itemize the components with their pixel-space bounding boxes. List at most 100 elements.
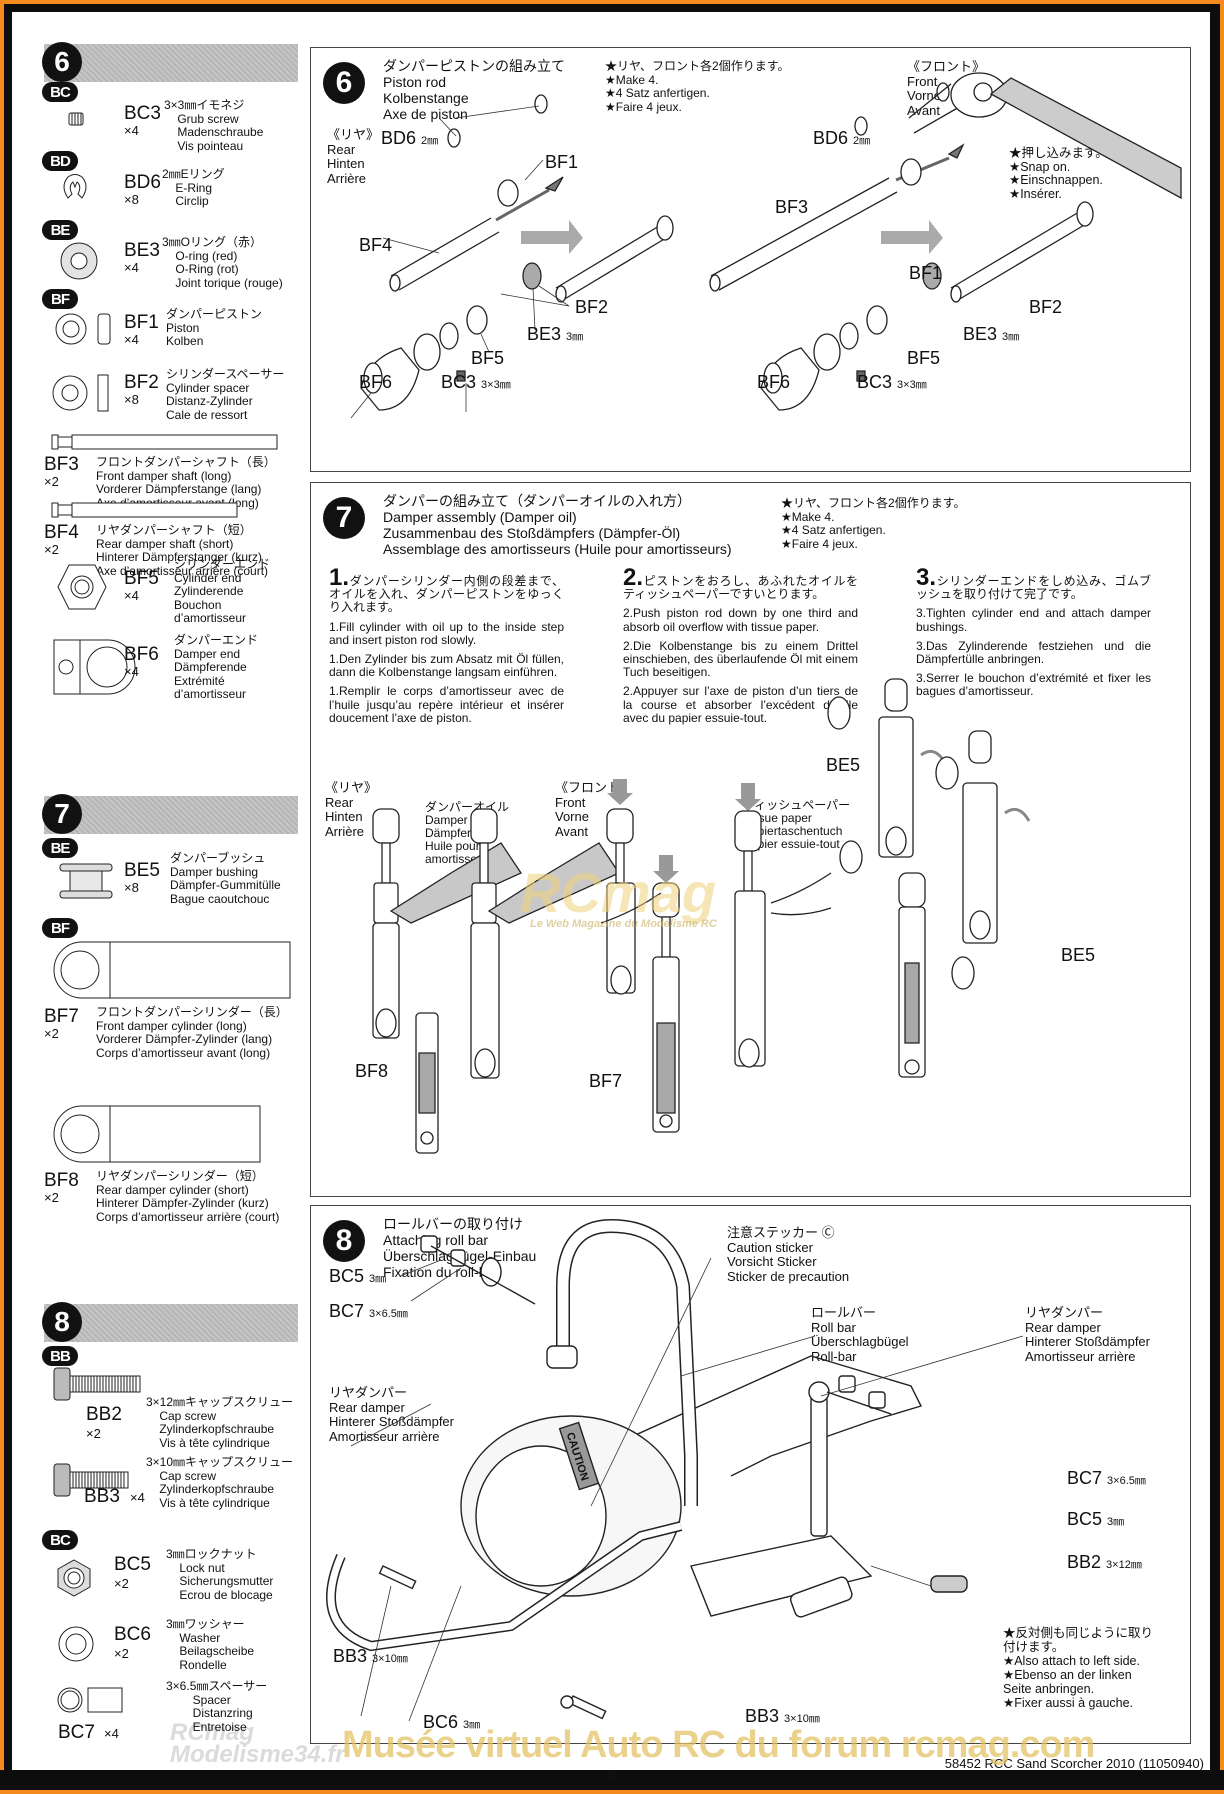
- part-code: BF3: [44, 454, 79, 475]
- part-quantity: ×8: [124, 192, 139, 207]
- bag-badge-bd: BD: [42, 151, 78, 171]
- bag-badge-bb: BB: [42, 1346, 78, 1366]
- rear-piston-rod-exploded: [361, 95, 673, 410]
- part-description: ダンパーエンド Damper end Dämpferende Extrémité…: [174, 633, 259, 701]
- cap-screw-icon: [52, 1462, 132, 1503]
- callout-bf6-rear: BF6: [359, 372, 393, 392]
- part-description: 3㎜Oリング（赤） O-ring (red) O-Ring (rot) Join…: [162, 235, 283, 290]
- part-code: BB2: [86, 1404, 122, 1425]
- part-code: BF7: [44, 1006, 79, 1027]
- part-description: シリンダースペーサー Cylinder spacer Distanz-Zylin…: [166, 367, 285, 422]
- part-code: BC3: [124, 103, 161, 124]
- rear-damper-label-left: リヤダンパー Rear damper Hinterer Stoßdämpfer …: [329, 1385, 454, 1444]
- part-code: BF2: [124, 372, 159, 393]
- part-description: リヤダンパーシャフト（短） Rear damper shaft (short) …: [96, 523, 269, 578]
- callout-bc6: BC6 3㎜: [423, 1712, 481, 1732]
- bag-badge-be: BE: [42, 220, 78, 240]
- instruction-3-fr: 3.Serrer le bouchon d’extrémité et fixer…: [916, 671, 1151, 699]
- damper-push-down-illustration: [601, 779, 831, 1132]
- step7-rear-label: 《リヤ》 Rear Hinten Arrière: [325, 780, 378, 839]
- rear-axle: [691, 1536, 871, 1616]
- step7-make-note: ★リヤ、フロント各2個作ります。 ★Make 4. ★4 Satz anfert…: [781, 496, 966, 551]
- spacer-tube-icon: [56, 1686, 126, 1719]
- step6-number-badge: 6: [323, 62, 365, 104]
- callout-bc5-left: BC5 3㎜: [329, 1266, 387, 1286]
- part-description: 3×6.5㎜スペーサー Spacer Distanzring Entretois…: [166, 1679, 268, 1734]
- part-quantity: ×2: [44, 474, 59, 489]
- front-piston-rod-exploded: [710, 83, 1093, 410]
- step8-parts-number-badge: 8: [42, 1302, 82, 1342]
- bushing-icon: [58, 860, 114, 907]
- part-code: BC5: [114, 1554, 151, 1575]
- part-description: ダンパーブッシュ Damper bushing Dämpfer-Gummitül…: [170, 851, 281, 906]
- model-reference: 58452 RCC Sand Scorcher 2010 (11050940): [944, 1756, 1204, 1771]
- instruction-2-number: 2.: [623, 564, 644, 591]
- callout-bf8: BF8: [355, 1061, 389, 1081]
- part-description: 2㎜Eリング E-Ring Circlip: [162, 167, 225, 208]
- part-code: BF4: [44, 522, 79, 543]
- roll-bar-label: ロールバー Roll bar Überschlagbügel Roll-bar: [811, 1305, 909, 1364]
- step6-panel: 6 ダンパーピストンの組み立て Piston rod Kolbenstange …: [310, 47, 1191, 472]
- washer-icon: [56, 1624, 96, 1669]
- part-quantity: ×2: [44, 542, 59, 557]
- part-code: BB3: [84, 1486, 120, 1507]
- instruction-2-fr: 2.Appuyer sur l’axe de piston d’un tiers…: [623, 684, 858, 725]
- page-number: 6: [608, 1769, 617, 1786]
- lock-nut-icon: [56, 1558, 92, 1603]
- callout-bb3-right: BB3 3×10㎜: [745, 1706, 820, 1726]
- cap-screw-long-icon: [52, 1366, 142, 1407]
- part-quantity: ×2: [86, 1426, 101, 1441]
- callout-bc7-left: BC7 3×6.5㎜: [329, 1301, 408, 1321]
- part-code: BF1: [124, 312, 159, 333]
- bag-badge-be: BE: [42, 838, 78, 858]
- cylinder-end-icon: [56, 562, 108, 617]
- rear-damper-oil-fill: [373, 809, 521, 1153]
- pliers-inset-illustration: [909, 73, 1181, 198]
- callout-be5-lower: BE5: [1061, 945, 1096, 965]
- callout-be3-rear: BE3 3㎜: [527, 324, 584, 344]
- chassis-frame: [611, 1356, 921, 1476]
- instruction-2-de: 2.Die Kolbenstange bis zu einem Drittel …: [623, 638, 858, 680]
- callout-be5-upper: BE5: [826, 755, 861, 775]
- step6-snap-note: ★押し込みます。 ★Snap on. ★Einschnappen. ★Insér…: [1009, 146, 1108, 201]
- step8-diagram: CAUTION: [311, 1206, 1190, 1743]
- callout-bf3: BF3: [775, 197, 809, 217]
- step7-number-badge: 7: [323, 497, 365, 539]
- callout-bc3-front: BC3 3×3㎜: [857, 372, 927, 392]
- part-description: 3㎜ロックナット Lock nut Sicherungsmutter Ecrou…: [166, 1547, 274, 1602]
- part-quantity: ×4: [124, 332, 139, 347]
- callout-bf2-rear: BF2: [575, 297, 609, 317]
- part-quantity: ×2: [44, 1190, 59, 1205]
- step6-parts-header-band: 6: [42, 42, 298, 82]
- damper-end-icon: [52, 638, 138, 701]
- part-quantity: ×2: [114, 1576, 129, 1591]
- instruction-step-2: 2.ピストンをおろし、あふれたオイルをティッシュペーパーですいとります。 2.P…: [623, 566, 858, 731]
- part-description: リヤダンパーシリンダー（短） Rear damper cylinder (sho…: [96, 1169, 280, 1224]
- part-code: BE5: [124, 860, 160, 881]
- callout-bd6-front: BD6 2㎜: [813, 128, 871, 148]
- step8-number-badge: 8: [323, 1220, 365, 1262]
- footer-bar: [0, 1770, 1224, 1794]
- part-quantity: ×8: [124, 880, 139, 895]
- bag-badge-bf: BF: [42, 918, 78, 938]
- short-shaft-icon: [50, 500, 240, 525]
- callout-be3-front: BE3 3㎜: [963, 324, 1020, 344]
- callout-bf6-front: BF6: [757, 372, 791, 392]
- step8-panel: 8 ロールバーの取り付け Attaching roll bar Überschl…: [310, 1205, 1191, 1744]
- part-quantity: ×2: [44, 1026, 59, 1041]
- instruction-1-number: 1.: [329, 564, 350, 591]
- other-side-note: ★反対側も同じように取り 付けます。 ★Also attach to left …: [1003, 1626, 1154, 1710]
- step6-make-note: ★リヤ、フロント各2個作ります。 ★Make 4. ★4 Satz anfert…: [605, 59, 790, 114]
- step7-parts-header-band: 7: [42, 794, 298, 834]
- part-description: 3×12㎜キャップスクリュー Cap screw Zylinderkopfsch…: [146, 1395, 294, 1450]
- step7-title: ダンパーの組み立て（ダンパーオイルの入れ方） Damper assembly (…: [383, 493, 732, 557]
- callout-bf1-front: BF1: [909, 263, 943, 283]
- part-description: シリンダーエンド Cylinder end Zylinderende Bouch…: [174, 557, 271, 625]
- instruction-3-en: 3.Tighten cylinder end and attach damper…: [916, 606, 1151, 634]
- instruction-1-jp: ダンパーシリンダー内側の段差まで、オイルを入れ、ダンパーピストンをゆっくり入れま…: [329, 574, 564, 615]
- part-code: BF6: [124, 644, 159, 665]
- part-code: BC7: [58, 1722, 95, 1743]
- part-quantity: ×4: [130, 1490, 145, 1505]
- step7-parts-number-badge: 7: [42, 794, 82, 834]
- bag-badge-bf: BF: [42, 289, 78, 309]
